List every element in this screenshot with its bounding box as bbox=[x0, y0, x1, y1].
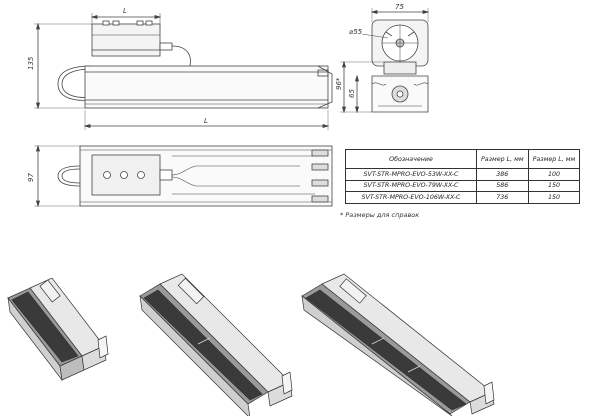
row-size1: 386 bbox=[476, 168, 529, 181]
side-dim-top: L bbox=[123, 7, 127, 15]
end-dim-diameter: ⌀55 bbox=[349, 28, 363, 36]
row-size2: 100 bbox=[527, 168, 581, 181]
product-render-medium bbox=[139, 273, 293, 416]
table-row: SVT-STR-MPRO-EVO-53W-XX-C 386 100 bbox=[345, 168, 581, 181]
header-size-l2: Размер L, мм bbox=[527, 149, 581, 169]
table-row: SVT-STR-MPRO-EVO-79W-XX-C 586 150 bbox=[345, 179, 581, 192]
row-name: SVT-STR-MPRO-EVO-106W-XX-C bbox=[345, 191, 477, 204]
header-designation: Обозначение bbox=[345, 149, 477, 169]
table-row: SVT-STR-MPRO-EVO-106W-XX-C 736 150 bbox=[345, 191, 581, 204]
product-render-large bbox=[301, 273, 495, 416]
product-render-small bbox=[7, 277, 109, 382]
end-dim-width: 75 bbox=[395, 3, 404, 11]
row-size1: 586 bbox=[476, 179, 529, 192]
size-table-header: Обозначение Размер L, мм Размер L, мм bbox=[345, 149, 581, 169]
footnote: * Размеры для справок bbox=[340, 211, 420, 219]
end-dim-height-star: 96* bbox=[335, 77, 343, 90]
header-size-l1: Размер L, мм bbox=[476, 149, 529, 169]
top-dim-height: 97 bbox=[27, 173, 35, 182]
top-view bbox=[34, 144, 333, 208]
side-dim-bottom: L bbox=[204, 117, 208, 125]
row-size2: 150 bbox=[527, 191, 581, 204]
row-name: SVT-STR-MPRO-EVO-53W-XX-C bbox=[345, 168, 477, 181]
row-size1: 736 bbox=[476, 191, 529, 204]
end-view bbox=[340, 8, 430, 114]
size-table: Обозначение Размер L, мм Размер L, мм SV… bbox=[345, 149, 581, 204]
row-size2: 150 bbox=[527, 179, 581, 192]
row-name: SVT-STR-MPRO-EVO-79W-XX-C bbox=[345, 179, 477, 192]
side-dim-height: 135 bbox=[27, 56, 35, 70]
end-dim-height: 65 bbox=[348, 89, 356, 98]
side-view bbox=[34, 13, 333, 130]
